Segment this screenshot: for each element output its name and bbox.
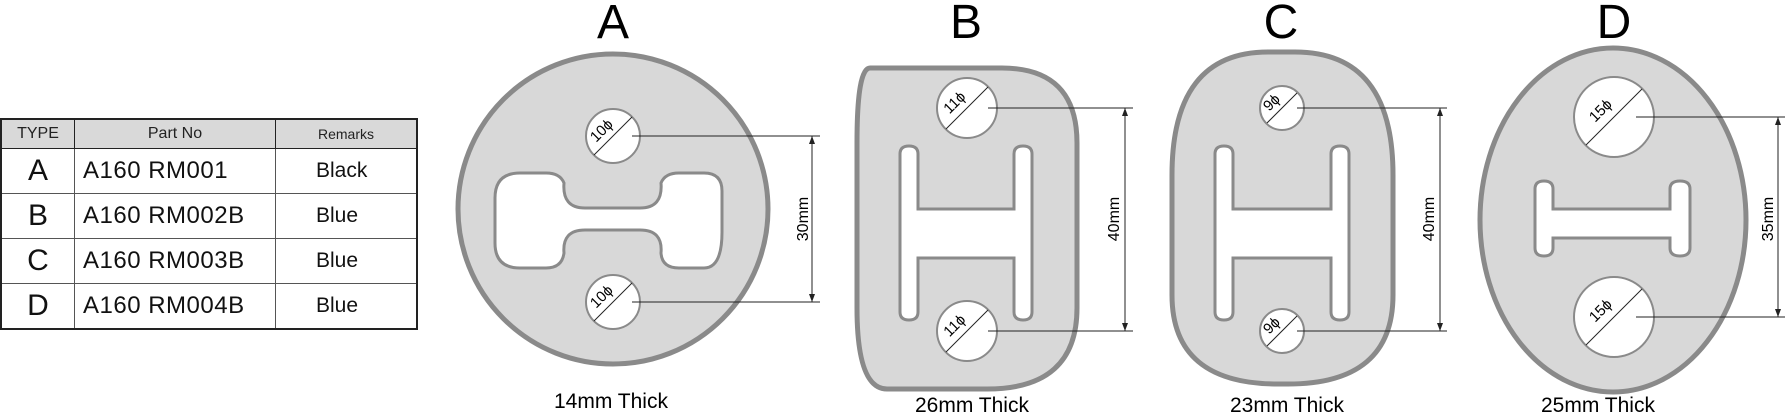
- row-type: C: [0, 238, 75, 284]
- row-type: B: [0, 193, 75, 239]
- diameter-line: [945, 309, 989, 353]
- diameter-line: [1266, 315, 1298, 347]
- part-letter: A: [597, 0, 629, 49]
- thickness-label: 23mm Thick: [1230, 394, 1344, 417]
- header-part-no: Part No: [74, 118, 276, 149]
- part-letter: B: [950, 0, 982, 49]
- header-remarks: Remarks: [275, 118, 418, 149]
- thickness-label: 14mm Thick: [554, 390, 668, 413]
- hole-spacing-label: 40mm: [1106, 197, 1123, 241]
- table-row: B A160 RM002B Blue: [0, 193, 418, 239]
- diameter-line: [1585, 88, 1643, 146]
- diameter-line: [1266, 92, 1298, 124]
- row-remarks: Blue: [275, 283, 418, 330]
- diameter-line: [593, 282, 633, 322]
- parts-table: TYPE Part No Remarks A A160 RM001 Black …: [0, 118, 418, 330]
- h-slot: [1533, 179, 1692, 258]
- part-d: D 15ϕ 15ϕ 35mm 25mm Thick: [1477, 0, 1785, 417]
- part-a: A 10ϕ 10ϕ 30mm 14mm Thick: [455, 0, 820, 413]
- h-slot: [898, 144, 1034, 322]
- hole-spacing-label: 35mm: [1760, 197, 1777, 241]
- hole-spacing-label: 30mm: [795, 197, 812, 241]
- table-row: A A160 RM001 Black: [0, 148, 418, 194]
- hole-spacing-label: 40mm: [1421, 197, 1438, 241]
- row-part-no: A160 RM001: [74, 148, 276, 194]
- row-part-no: A160 RM004B: [74, 283, 276, 330]
- table-row: D A160 RM004B Blue: [0, 283, 418, 330]
- h-slot: [1213, 144, 1351, 322]
- row-remarks: Blue: [275, 238, 418, 284]
- row-remarks: Black: [275, 148, 418, 194]
- part-letter: C: [1264, 0, 1299, 49]
- thickness-label: 26mm Thick: [915, 394, 1029, 417]
- row-remarks: Blue: [275, 193, 418, 239]
- row-type: D: [0, 283, 75, 330]
- row-part-no: A160 RM003B: [74, 238, 276, 284]
- table-row: C A160 RM003B Blue: [0, 238, 418, 284]
- part-letter: D: [1597, 0, 1632, 49]
- diameter-line: [1585, 288, 1643, 346]
- bar-slot: [493, 171, 724, 270]
- part-c: C 9ϕ 9ϕ 40mm 23mm Thick: [1169, 0, 1447, 417]
- diameter-line: [945, 86, 989, 130]
- row-part-no: A160 RM002B: [74, 193, 276, 239]
- part-b: B 11ϕ 11ϕ 40mm 26mm Thick: [854, 0, 1133, 417]
- thickness-label: 25mm Thick: [1541, 394, 1655, 417]
- diameter-line: [593, 116, 633, 156]
- table-header-row: TYPE Part No Remarks: [0, 118, 418, 149]
